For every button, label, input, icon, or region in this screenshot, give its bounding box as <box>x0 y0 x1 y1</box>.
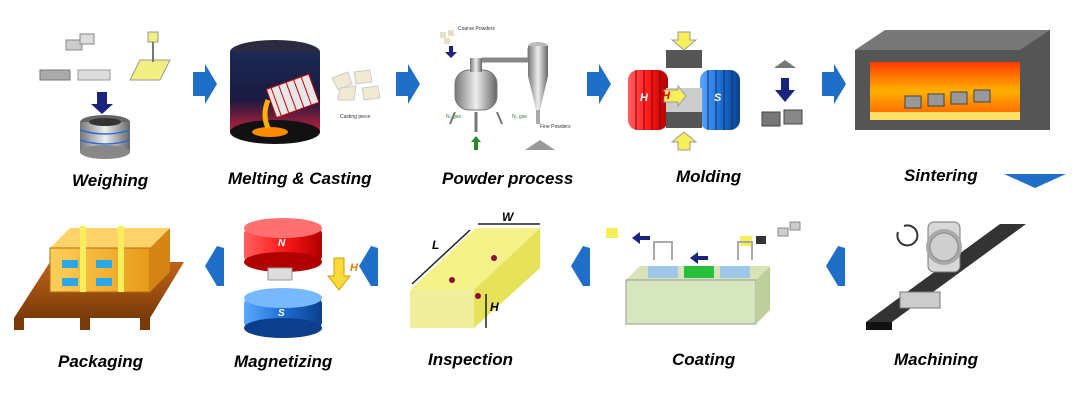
label-melting-casting: Melting & Casting <box>228 169 372 188</box>
coating-illustration <box>606 221 801 325</box>
sintering-illustration <box>855 30 1050 130</box>
powder-illustration <box>440 30 555 150</box>
label-molding: Molding <box>676 167 742 186</box>
label-machining: Machining <box>894 350 979 369</box>
mold-s: S <box>714 92 722 104</box>
arrow-inspection-to-magnetizing <box>359 246 378 286</box>
mold-h-arrow: H <box>662 90 670 102</box>
label-magnetizing: Magnetizing <box>234 352 333 371</box>
label-sintering: Sintering <box>904 166 978 185</box>
machining-illustration <box>866 221 1026 330</box>
mold-h-left: H <box>640 92 648 104</box>
coarse-powders-label: Coarse Powders <box>458 26 495 32</box>
label-powder-process: Powder process <box>442 169 574 188</box>
molding-illustration <box>628 31 803 151</box>
magnet-h: H <box>350 262 358 274</box>
arrow-molding-to-sintering <box>822 64 846 104</box>
magnetizing-illustration <box>244 218 352 338</box>
label-inspection: Inspection <box>428 350 514 369</box>
inspection-illustration <box>410 223 540 328</box>
flow-arrows <box>193 64 1066 286</box>
dim-l: L <box>432 238 440 252</box>
weighing-illustration <box>39 31 171 159</box>
label-weighing: Weighing <box>72 171 149 190</box>
arrow-weighing-to-melting <box>193 64 217 104</box>
n2-gas-right-label: N₂ gas <box>512 114 528 120</box>
n2-gas-left-label: N₂ gas <box>446 114 462 120</box>
arrow-coating-to-inspection <box>571 246 590 286</box>
magnet-s: S <box>278 308 285 319</box>
melting-illustration <box>230 40 381 144</box>
label-coating: Coating <box>672 350 736 369</box>
magnet-n: N <box>278 238 286 249</box>
packaging-illustration <box>14 226 184 330</box>
dim-w: W <box>502 210 514 224</box>
arrow-magnetizing-to-packaging <box>205 246 224 286</box>
arrow-melting-to-powder <box>396 64 420 104</box>
label-packaging: Packaging <box>58 352 144 371</box>
arrow-machining-to-coating <box>826 246 845 286</box>
arrow-powder-to-molding <box>587 64 611 104</box>
casting-piece-label: Casting piece <box>340 114 371 120</box>
fine-powders-label: Fine Powders <box>540 124 571 130</box>
arrow-sintering-to-machining <box>1004 174 1066 188</box>
dim-h: H <box>490 300 499 314</box>
